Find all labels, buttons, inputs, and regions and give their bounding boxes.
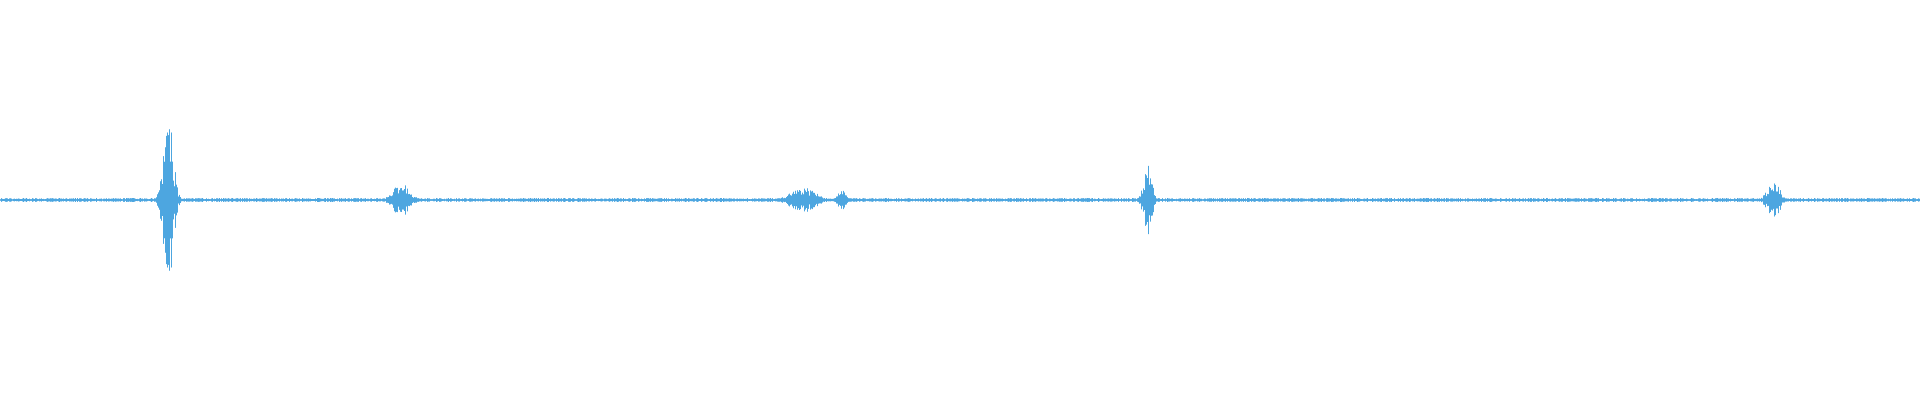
waveform-trace [0,129,1920,271]
waveform-samples [0,129,1920,271]
